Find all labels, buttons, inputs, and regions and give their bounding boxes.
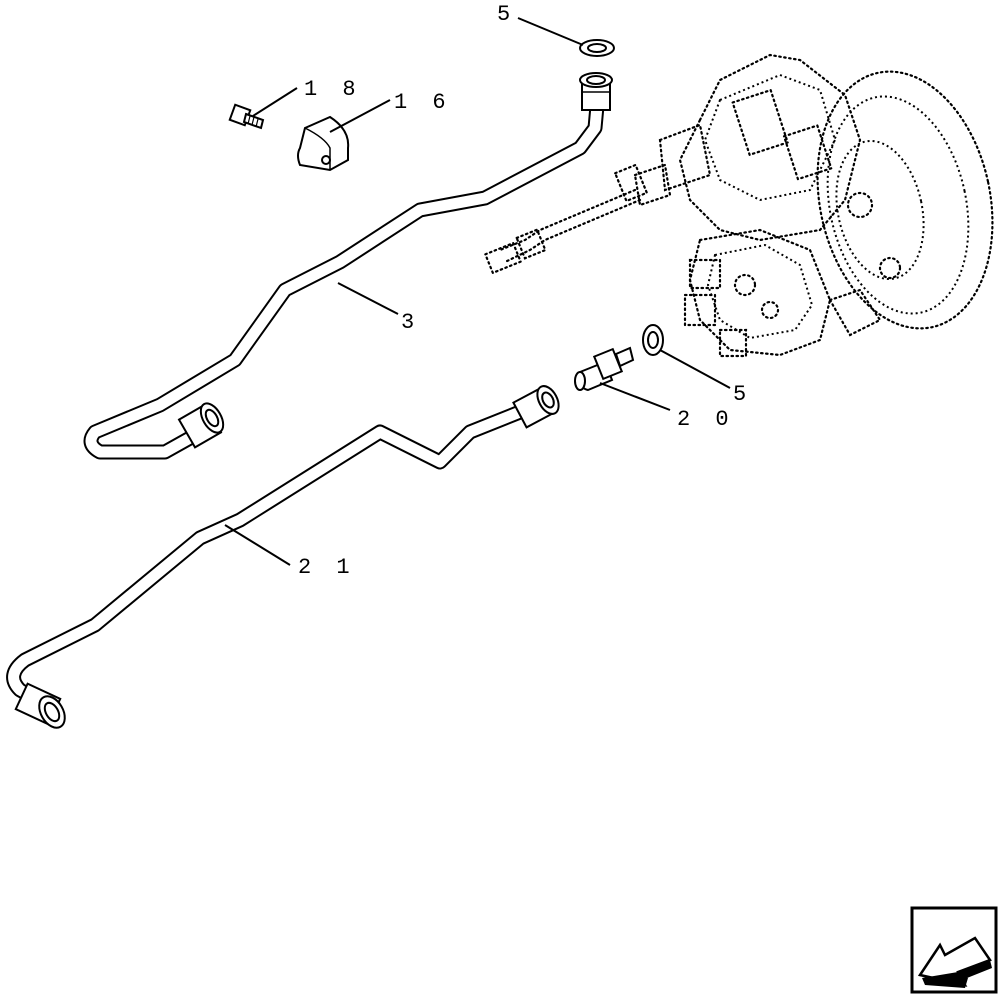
washer-top bbox=[579, 39, 615, 57]
pipe-3-top-fitting bbox=[579, 72, 613, 111]
pipe-3-end-fitting bbox=[177, 402, 225, 449]
callout-pipe-lower: 2 1 bbox=[298, 555, 356, 580]
pipe-3-upper bbox=[83, 72, 613, 460]
next-page-arrow-icon[interactable] bbox=[910, 906, 998, 994]
bolt bbox=[228, 103, 265, 130]
adapter-fitting bbox=[574, 346, 635, 392]
pipe-21-lower bbox=[6, 385, 560, 729]
washer-lower bbox=[642, 324, 664, 356]
injection-pump-assembly bbox=[483, 53, 994, 358]
callout-clip: 1 6 bbox=[394, 90, 452, 115]
gear-inner bbox=[826, 95, 970, 315]
callout-adapter: 2 0 bbox=[677, 407, 735, 432]
clip bbox=[297, 115, 350, 172]
callout-pipe-upper: 3 bbox=[401, 310, 420, 335]
callout-washer-lower: 5 bbox=[733, 382, 752, 407]
callout-washer-top: 5 bbox=[497, 2, 516, 27]
gear-outer bbox=[816, 70, 994, 330]
pipe-21-left-fitting bbox=[14, 682, 66, 729]
callout-bolt: 1 8 bbox=[304, 77, 362, 102]
pipe-21-right-fitting bbox=[512, 385, 560, 429]
